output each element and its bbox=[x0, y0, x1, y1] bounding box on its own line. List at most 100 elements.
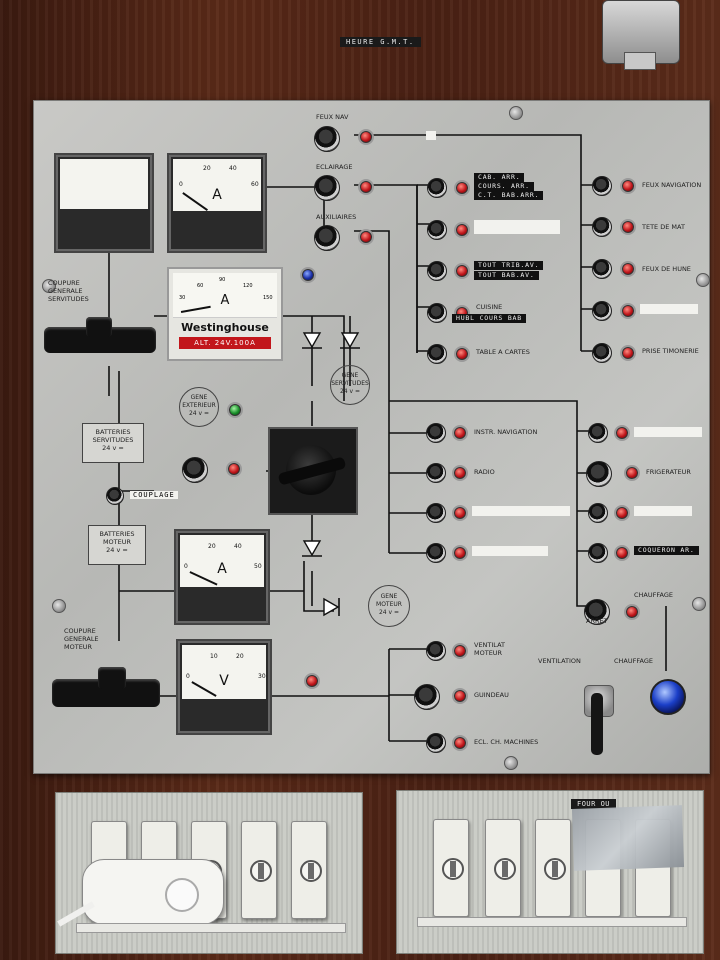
switch-circuit-mid-3[interactable] bbox=[426, 503, 446, 523]
tick: 150 bbox=[263, 295, 273, 301]
label-instr-navigation: INSTR. NAVIGATION bbox=[474, 428, 538, 436]
switch-radio[interactable] bbox=[426, 463, 446, 483]
knob-grip[interactable] bbox=[86, 317, 112, 337]
lamp-ventilat-moteur bbox=[454, 645, 466, 657]
tick: 0 bbox=[184, 563, 188, 570]
tick: 10 bbox=[210, 653, 218, 660]
switch-frigerateur[interactable] bbox=[586, 461, 612, 487]
tape-tout-bab-av: TOUT BAB.AV. bbox=[474, 271, 539, 280]
lamp-circuit-r3 bbox=[616, 507, 628, 519]
lamp-circuit-r1 bbox=[616, 427, 628, 439]
label-cuisine: CUISINE bbox=[476, 303, 503, 311]
meter-unit: A bbox=[217, 561, 227, 577]
breaker[interactable] bbox=[241, 821, 277, 919]
switch-chauffage[interactable] bbox=[584, 599, 610, 625]
lamp-circuit-feux-4 bbox=[622, 305, 634, 317]
switch-circuit-2[interactable] bbox=[427, 220, 447, 240]
breaker[interactable] bbox=[535, 819, 571, 917]
paper-label bbox=[472, 506, 570, 516]
latch-plate bbox=[624, 52, 656, 70]
switch-feux-navigation[interactable] bbox=[592, 176, 612, 196]
label-gene-moteur: GENE MOTEUR 24 v = bbox=[368, 585, 410, 627]
label-frigerateur: FRIGERATEUR bbox=[646, 468, 691, 476]
tick: 60 bbox=[251, 181, 259, 188]
label-batteries-moteur: BATTERIES MOTEUR 24 v = bbox=[88, 525, 146, 565]
lamp-feux-hune bbox=[622, 263, 634, 275]
knob-grip[interactable] bbox=[98, 667, 126, 689]
switch-cabine-arr[interactable] bbox=[427, 178, 447, 198]
breaker[interactable] bbox=[291, 821, 327, 919]
label-coupure-servitudes: COUPURE GENERALE SERVITUDES bbox=[48, 279, 89, 303]
switch-feux-hune[interactable] bbox=[592, 259, 612, 279]
switch-gene-exterieur[interactable] bbox=[182, 457, 208, 483]
label-auxiliaires: AUXILIAIRES bbox=[316, 213, 357, 221]
paper-label bbox=[474, 220, 560, 234]
switch-cuisine[interactable] bbox=[427, 303, 447, 323]
tick: 20 bbox=[203, 165, 211, 172]
lamp-tete-mat bbox=[622, 221, 634, 233]
ammeter-moteur: 0 20 40 50 A bbox=[174, 529, 270, 625]
breaker[interactable] bbox=[433, 819, 469, 917]
gmt-plate: HEURE G.M.T. bbox=[340, 37, 421, 47]
lamp-switch-gene-ext bbox=[228, 463, 240, 475]
breaker[interactable] bbox=[485, 819, 521, 917]
ammeter-servitudes: 0 20 40 60 A bbox=[167, 153, 267, 253]
switch-feux-nav[interactable] bbox=[314, 126, 340, 152]
switch-circuit-r3[interactable] bbox=[588, 503, 608, 523]
lamp-prise-timonerie bbox=[622, 347, 634, 359]
switch-guindeau[interactable] bbox=[414, 684, 440, 710]
paper-label bbox=[640, 304, 698, 314]
lamp-cabine-arr bbox=[456, 182, 468, 194]
label-batteries-servitudes: BATTERIES SERVITUDES 24 v = bbox=[82, 423, 144, 463]
switch-table-cartes[interactable] bbox=[427, 344, 447, 364]
battery-selector[interactable] bbox=[268, 427, 358, 515]
label-guindeau: GUINDEAU bbox=[474, 691, 509, 699]
tape-hubl-cours-bab: HUBL COURS BAB bbox=[452, 314, 526, 323]
switch-circuit-mid-4[interactable] bbox=[426, 543, 446, 563]
label-coupure-moteur: COUPURE GENERALE MOTEUR bbox=[64, 627, 99, 651]
voltmeter: 0 10 20 30 V bbox=[176, 639, 272, 735]
blank-meter bbox=[54, 153, 154, 253]
tape-cours-arr: COURS. ARR. bbox=[474, 182, 534, 191]
switch-prise-timonerie[interactable] bbox=[592, 343, 612, 363]
tick: 60 bbox=[197, 283, 204, 289]
label-ecl-machines: ECL. CH. MACHINES bbox=[474, 738, 539, 746]
lamp-table-cartes bbox=[456, 348, 468, 360]
switch-eclairage[interactable] bbox=[314, 175, 340, 201]
label-four-ou: FOUR OU bbox=[571, 799, 617, 809]
switch-tout-av[interactable] bbox=[427, 261, 447, 281]
tick: 40 bbox=[229, 165, 237, 172]
blue-push-button[interactable] bbox=[650, 679, 686, 715]
lamp-circuit-mid-4 bbox=[454, 547, 466, 559]
switch-tete-mat[interactable] bbox=[592, 217, 612, 237]
label-feux-navigation: FEUX NAVIGATION bbox=[642, 181, 702, 189]
switch-couplage[interactable] bbox=[106, 487, 124, 505]
ventilation-selector-handle[interactable] bbox=[591, 693, 603, 755]
westinghouse-brand: Westinghouse bbox=[181, 321, 269, 334]
panel-screw bbox=[509, 106, 523, 120]
switch-ventilat-moteur[interactable] bbox=[426, 641, 446, 661]
label-feux-hune: FEUX DE HUNE bbox=[642, 265, 691, 273]
tick: 50 bbox=[254, 563, 262, 570]
lamp-chauffage bbox=[626, 606, 638, 618]
tick: 30 bbox=[258, 673, 266, 680]
label-strip bbox=[76, 923, 346, 933]
label-couplage: COUPLAGE bbox=[130, 491, 178, 499]
lamp-moteur bbox=[306, 675, 318, 687]
ventilation-selector[interactable] bbox=[584, 685, 614, 717]
power-plug-adapter[interactable] bbox=[82, 859, 224, 925]
switch-circuit-feux-4[interactable] bbox=[592, 301, 612, 321]
paper-label bbox=[634, 427, 702, 437]
switch-ecl-machines[interactable] bbox=[426, 733, 446, 753]
outlet-panel-right: FOUR OU bbox=[396, 790, 704, 954]
tick: 40 bbox=[234, 543, 242, 550]
label-feux-nav: FEUX NAV bbox=[316, 113, 349, 121]
westinghouse-ammeter: 30 60 90 120 150 A Westinghouse ALT. 24V… bbox=[167, 267, 283, 361]
switch-auxiliaires[interactable] bbox=[314, 225, 340, 251]
switch-instr-navigation[interactable] bbox=[426, 423, 446, 443]
tick: 0 bbox=[179, 181, 183, 188]
switch-circuit-r1[interactable] bbox=[588, 423, 608, 443]
label-strip bbox=[417, 917, 687, 927]
panel-screw bbox=[42, 279, 56, 293]
switch-coqueron[interactable] bbox=[588, 543, 608, 563]
